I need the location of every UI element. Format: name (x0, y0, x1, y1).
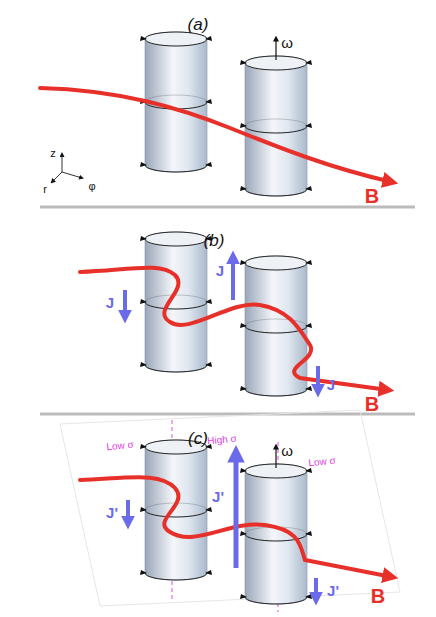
axis-label: z (50, 148, 56, 159)
separator (40, 206, 415, 209)
field-label: B (365, 394, 379, 414)
field-label: B (365, 186, 379, 206)
omega-label: ω (281, 443, 293, 458)
omega-label: ω (281, 35, 293, 50)
cylinder (140, 440, 212, 580)
plane (60, 410, 400, 606)
cylinder (240, 464, 312, 604)
conductivity-label: Low σ (106, 440, 134, 452)
panel-label: (b) (204, 232, 225, 249)
current-label: J (327, 377, 335, 392)
panel-label: (a) (188, 16, 209, 33)
current-label: J (106, 295, 114, 310)
conductivity-label: High σ (207, 434, 237, 447)
rotation-axis (275, 446, 276, 468)
field-line (40, 88, 392, 577)
axis-label: φ (88, 181, 95, 192)
current-arrow (125, 256, 318, 600)
axis-triad (52, 154, 82, 182)
cylinder (240, 56, 312, 196)
field-label: B (371, 586, 385, 606)
current-label: J' (212, 489, 224, 504)
current-label: J' (106, 505, 118, 520)
conductivity-label: Low σ (308, 456, 336, 468)
cylinder (140, 232, 212, 372)
axis-label: r (43, 184, 47, 195)
rotation-axis (275, 38, 276, 60)
current-label: J (216, 263, 224, 278)
cylinder (240, 256, 312, 396)
panel-label: (c) (188, 430, 208, 447)
separator (40, 413, 415, 416)
current-label: J' (327, 583, 339, 598)
